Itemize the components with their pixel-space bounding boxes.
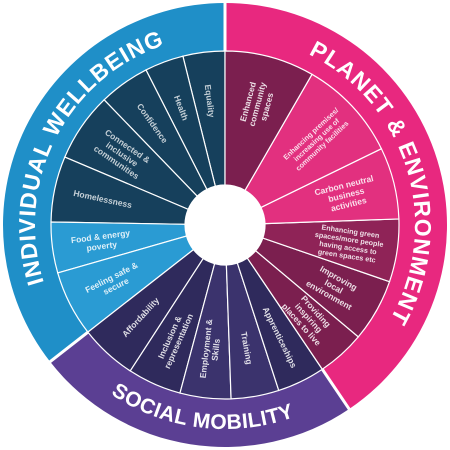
outer-ring-planet-environment (225, 3, 448, 410)
outer-ring-social-mobility (50, 332, 350, 448)
segment-label-equality: Equality (203, 84, 217, 118)
outer-ring-group (2, 3, 448, 448)
center-hub (185, 185, 265, 265)
outer-ring-individual-wellbeing (2, 3, 226, 362)
ring-divider (47, 329, 91, 365)
inner-segments-group (50, 50, 400, 400)
ring-divider (319, 366, 352, 412)
